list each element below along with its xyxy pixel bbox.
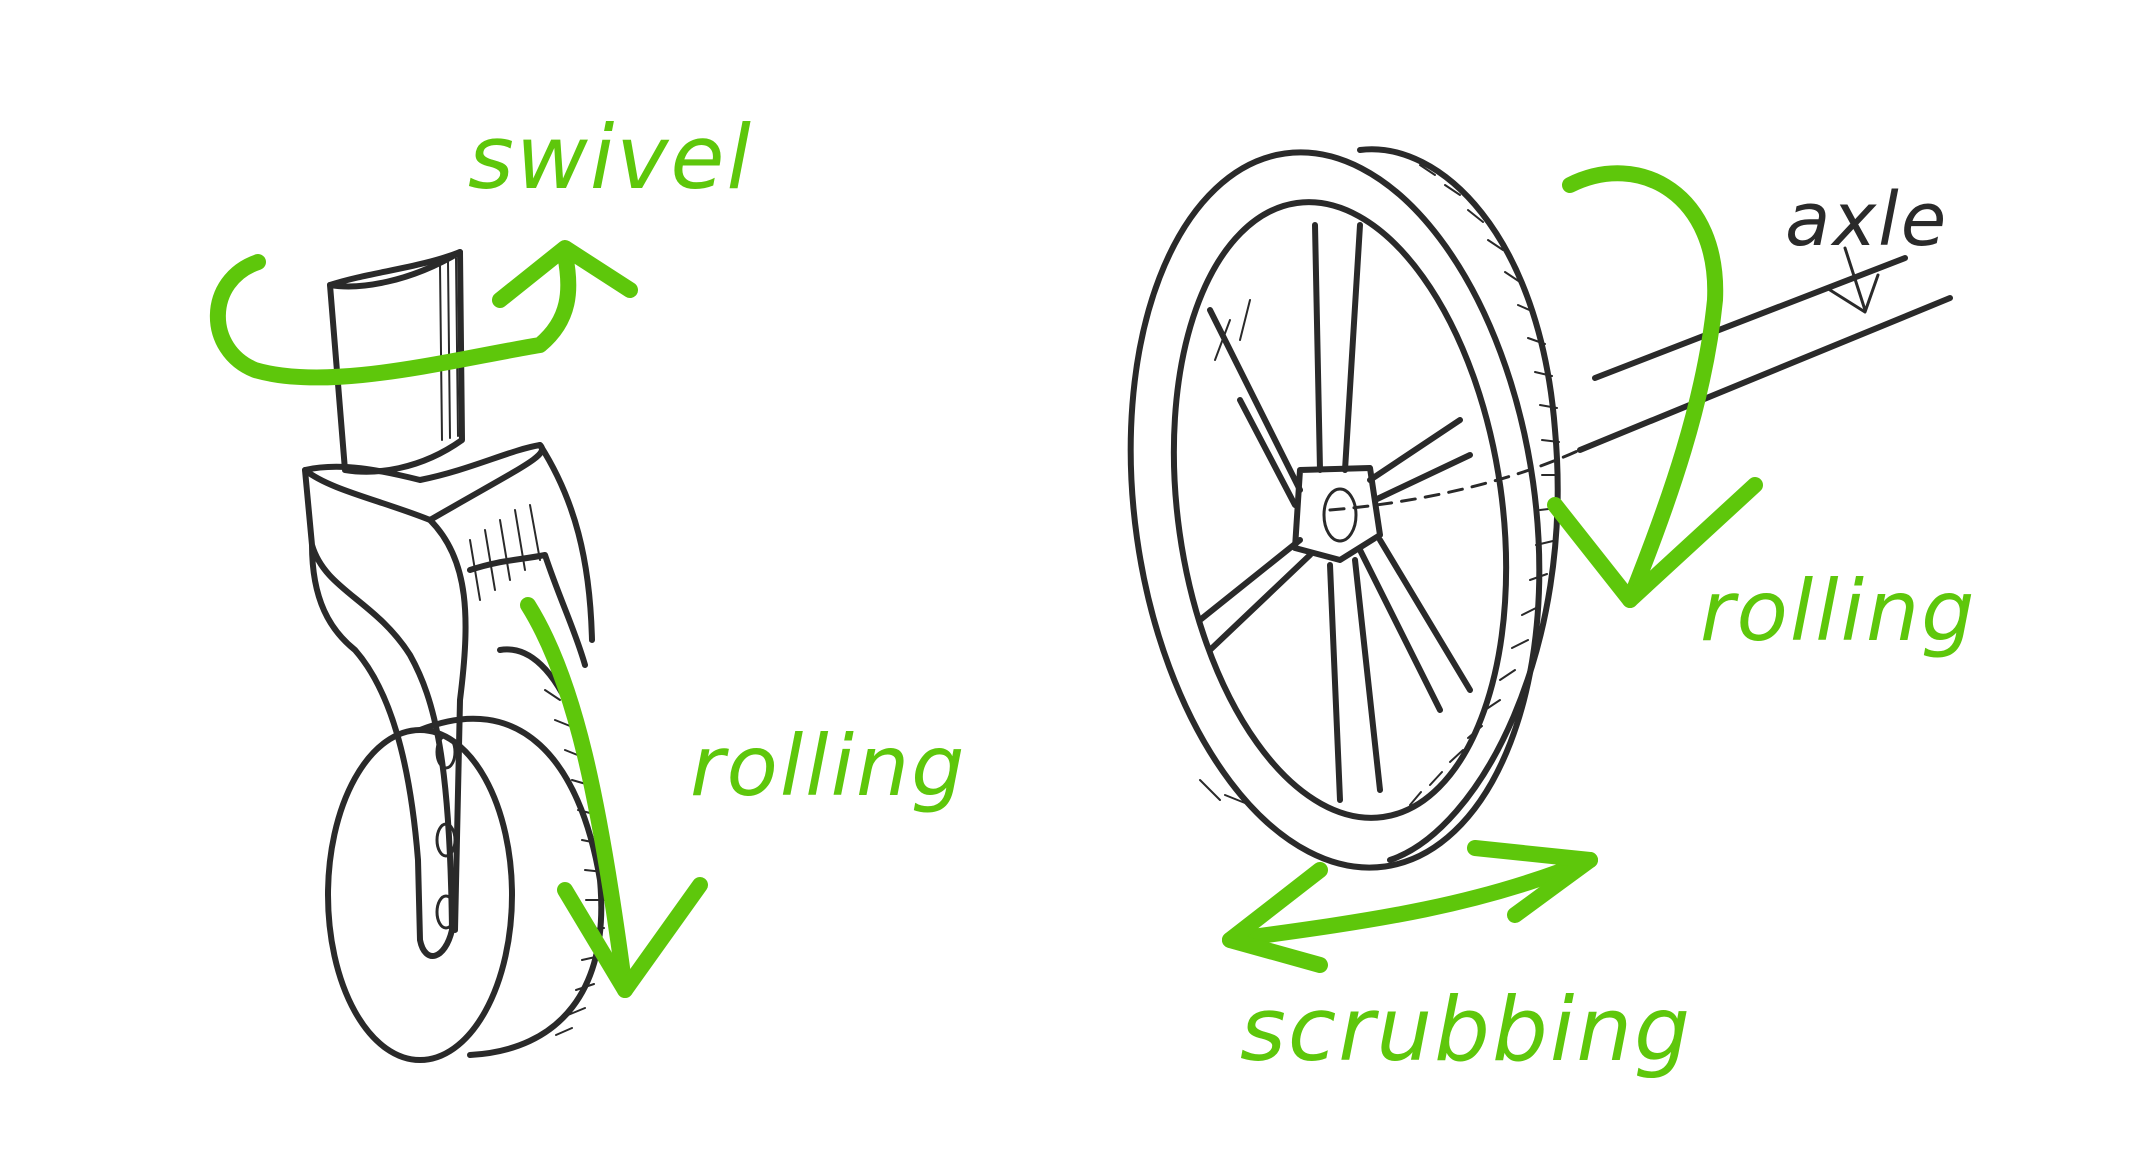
rolling-arrow-right: [1547, 165, 1763, 608]
rolling-arrow-left: [520, 597, 708, 998]
spoked-wheel: [1127, 146, 1953, 871]
swivel-label: swivel: [468, 106, 753, 209]
rolling-label-right: rolling: [1700, 562, 1977, 660]
scrubbing-arrow: [1222, 840, 1598, 973]
scrubbing-label: scrubbing: [1240, 978, 1692, 1081]
rolling-label-left: rolling: [690, 717, 967, 815]
axle-pointer: [1828, 246, 1880, 314]
swivel-arrow: [209, 240, 638, 386]
caster-wheel: [302, 249, 608, 1063]
axle-label: axle: [1785, 177, 1948, 263]
